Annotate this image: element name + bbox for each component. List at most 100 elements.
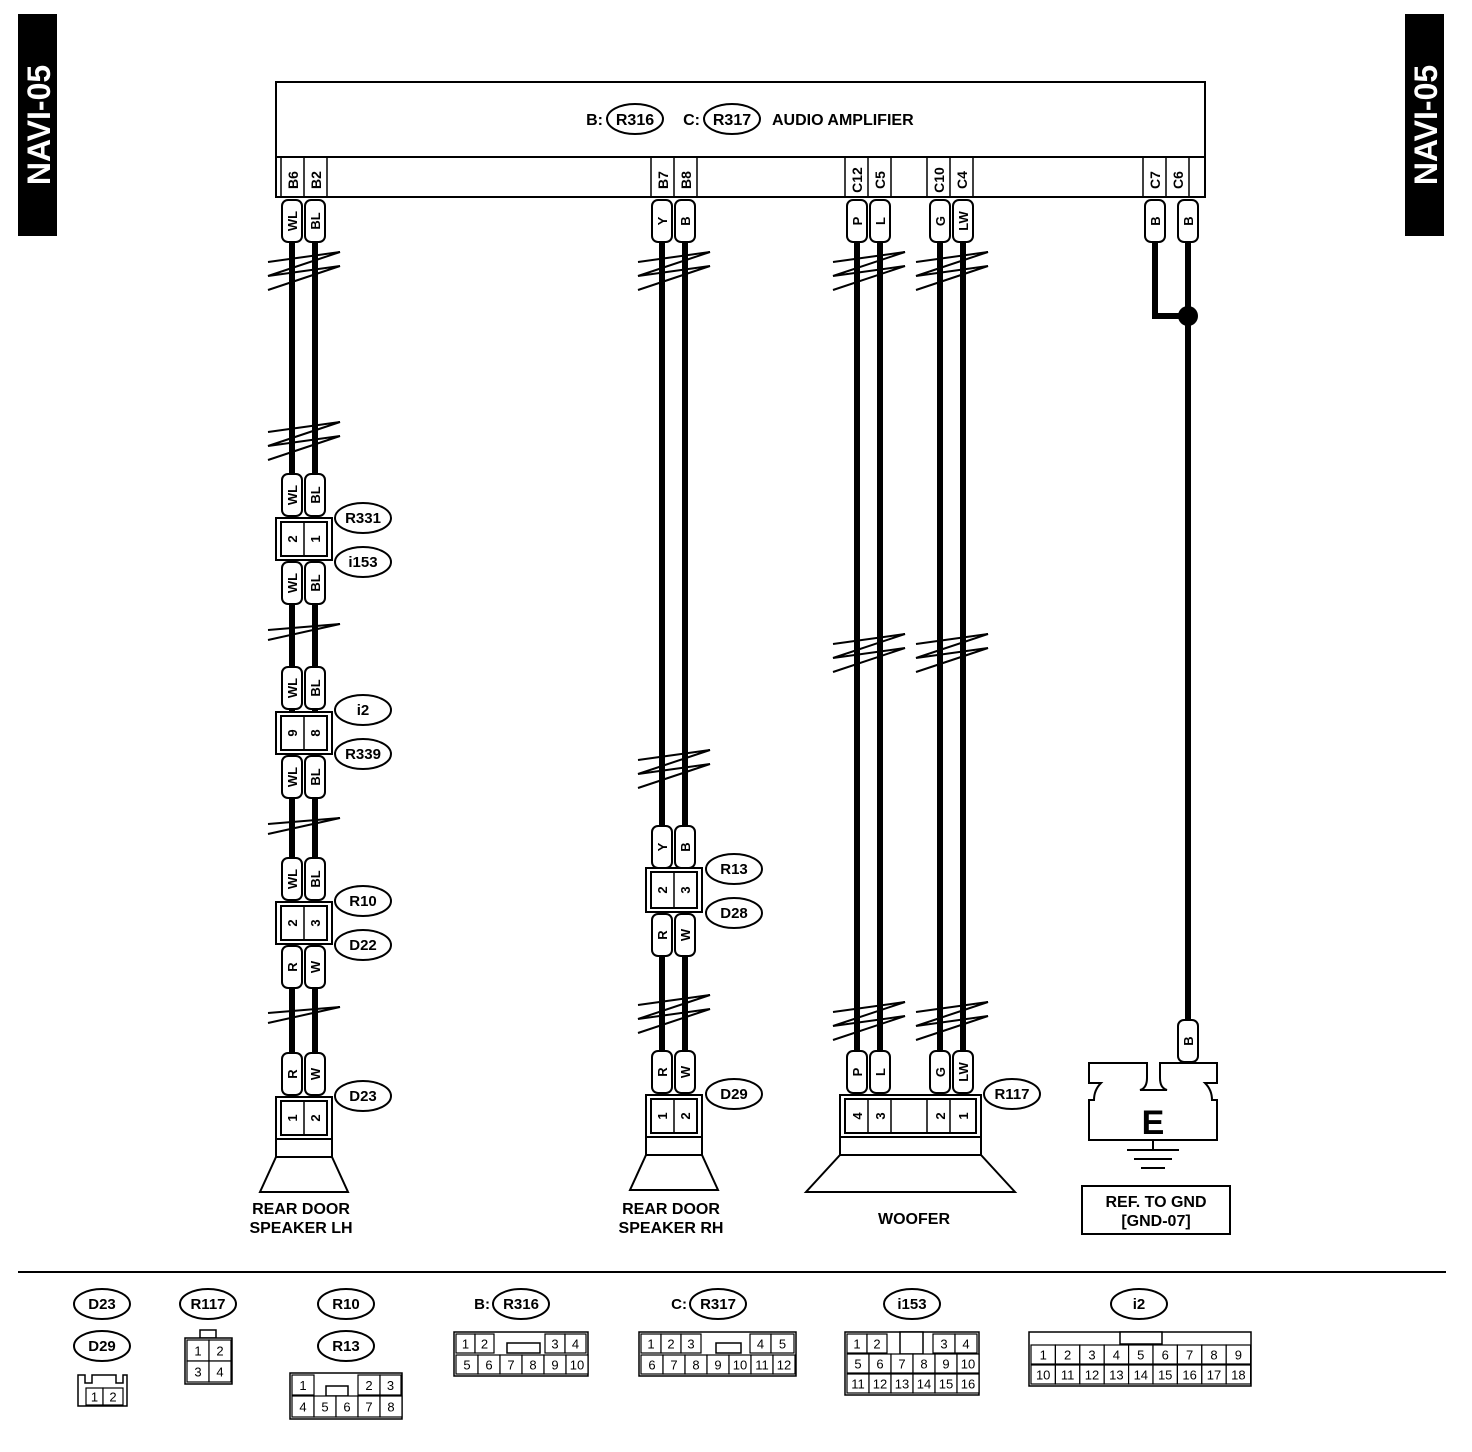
amp-pin: C4 xyxy=(954,171,970,189)
legend-cell-number: 1 xyxy=(462,1337,469,1352)
wire-terminals xyxy=(281,199,1199,1096)
pin-number: 2 xyxy=(655,886,670,893)
legend-cell-number: 11 xyxy=(1061,1368,1075,1383)
legend-cell-number: 16 xyxy=(961,1377,975,1392)
amp-b-ref: R316 xyxy=(616,112,654,129)
amp-b-label: B: xyxy=(586,112,603,129)
legend-cell-number: 1 xyxy=(647,1337,654,1352)
legend-cell-number: 9 xyxy=(942,1357,949,1372)
legend-cell-box xyxy=(680,1333,702,1354)
connector-dividers xyxy=(303,522,951,1135)
legend-cell-number: 5 xyxy=(321,1400,328,1415)
legend-cell-box xyxy=(772,1354,796,1375)
wire-label: L xyxy=(873,1068,888,1076)
legend-cell-number: 15 xyxy=(1158,1368,1172,1383)
legend-cell-number: 6 xyxy=(485,1358,492,1373)
pin-number: 2 xyxy=(678,1112,693,1119)
ground-ref-label: REF. TO GND xyxy=(1105,1194,1206,1211)
wire-label: P xyxy=(850,216,865,225)
wire-label: WL xyxy=(285,485,300,505)
wire-label: W xyxy=(678,1065,693,1078)
legend-cell-number: 2 xyxy=(216,1344,223,1359)
legend-cell-number: 3 xyxy=(940,1337,947,1352)
amp-pin: B7 xyxy=(655,171,671,189)
legend-cell-number: 6 xyxy=(343,1400,350,1415)
wire-label: R xyxy=(285,1069,300,1079)
legend-cell-number: 10 xyxy=(733,1358,747,1373)
connector-ref-bubbles xyxy=(334,502,1041,1112)
legend-cell-number: 10 xyxy=(1036,1368,1050,1383)
twist-marks xyxy=(267,251,989,1041)
pin-number: 2 xyxy=(285,535,300,542)
connector-ref: D29 xyxy=(720,1086,748,1103)
wire-label: BL xyxy=(308,679,323,696)
legend-cell-number: 12 xyxy=(1085,1368,1099,1383)
speaker-lh-label: SPEAKER LH xyxy=(249,1220,352,1237)
legend-cell-number: 7 xyxy=(1186,1348,1193,1363)
legend-cell-number: 12 xyxy=(777,1358,791,1373)
legend-cell-number: 3 xyxy=(687,1337,694,1352)
pin-number: 3 xyxy=(873,1112,888,1119)
legend-cell-number: 14 xyxy=(917,1377,931,1392)
wire-label: BL xyxy=(308,486,323,503)
legend-cell-number: 6 xyxy=(1162,1348,1169,1363)
page-tab-right: NAVI-05 xyxy=(1405,14,1444,236)
legend-cell-number: 5 xyxy=(779,1337,786,1352)
amp-pin: C12 xyxy=(849,167,865,193)
legend-cell-number: 3 xyxy=(1088,1348,1095,1363)
pin-number: 1 xyxy=(308,535,323,542)
legend-cell-number: 10 xyxy=(570,1358,584,1373)
legend-cell-number: 9 xyxy=(1235,1348,1242,1363)
ground-terminal xyxy=(1081,1062,1231,1235)
wire-label: Y xyxy=(655,842,670,851)
wire-label: W xyxy=(308,1067,323,1080)
pin-number: 1 xyxy=(285,1114,300,1121)
amp-c-ref: R317 xyxy=(713,112,751,129)
pin-number: 3 xyxy=(308,919,323,926)
legend-cell-number: 1 xyxy=(91,1390,98,1405)
connector-ref: D23 xyxy=(349,1088,377,1105)
amp-pin: B8 xyxy=(678,171,694,189)
legend-ref: R316 xyxy=(503,1296,539,1313)
legend-cell-number: 16 xyxy=(1182,1368,1196,1383)
legend-cell-number: 18 xyxy=(1231,1368,1245,1383)
wire-label: BL xyxy=(308,768,323,785)
legend-cell-number: 13 xyxy=(895,1377,909,1392)
wire-label: B xyxy=(678,216,693,225)
amp-pin: B2 xyxy=(308,171,324,189)
amp-pin: C5 xyxy=(872,171,888,189)
wire-label: P xyxy=(850,1067,865,1076)
page-tab-left: NAVI-05 xyxy=(18,14,57,236)
amp-pin: B6 xyxy=(285,171,301,189)
connector-boxes xyxy=(275,517,982,1140)
legend-ref: i153 xyxy=(897,1296,926,1313)
wire-label: WL xyxy=(285,767,300,787)
legend-cell-number: 9 xyxy=(714,1358,721,1373)
connector-ref: R13 xyxy=(720,861,748,878)
connector-ref: R339 xyxy=(345,746,381,763)
legend-cell-number: 12 xyxy=(873,1377,887,1392)
wire-label: BL xyxy=(308,212,323,229)
wire-label: LW xyxy=(956,211,971,231)
wire-label: BL xyxy=(308,574,323,591)
audio-amplifier xyxy=(275,81,1206,198)
wire-label: BL xyxy=(308,870,323,887)
wire-label: L xyxy=(873,217,888,225)
legend-cell-number: 7 xyxy=(507,1358,514,1373)
legend-cell-number: 8 xyxy=(387,1400,394,1415)
wire-label: B xyxy=(1148,216,1163,225)
legend-prefix: B: xyxy=(474,1296,490,1313)
legend-cell-number: 4 xyxy=(299,1400,306,1415)
legend-cell-number: 1 xyxy=(299,1378,306,1393)
legend-cell-number: 7 xyxy=(365,1400,372,1415)
speaker-lh-label: REAR DOOR xyxy=(252,1201,350,1218)
legend-cell-number: 8 xyxy=(692,1358,699,1373)
legend-cell-number: 14 xyxy=(1134,1368,1148,1383)
legend-cell-number: 7 xyxy=(670,1358,677,1373)
legend-cell-box xyxy=(474,1333,495,1354)
amp-pin: C6 xyxy=(1170,171,1186,189)
legend-cell-number: 6 xyxy=(876,1357,883,1372)
legend-cell-number: 3 xyxy=(387,1378,394,1393)
connector-ref: i2 xyxy=(357,702,370,719)
legend-cell-number: 4 xyxy=(216,1365,223,1380)
